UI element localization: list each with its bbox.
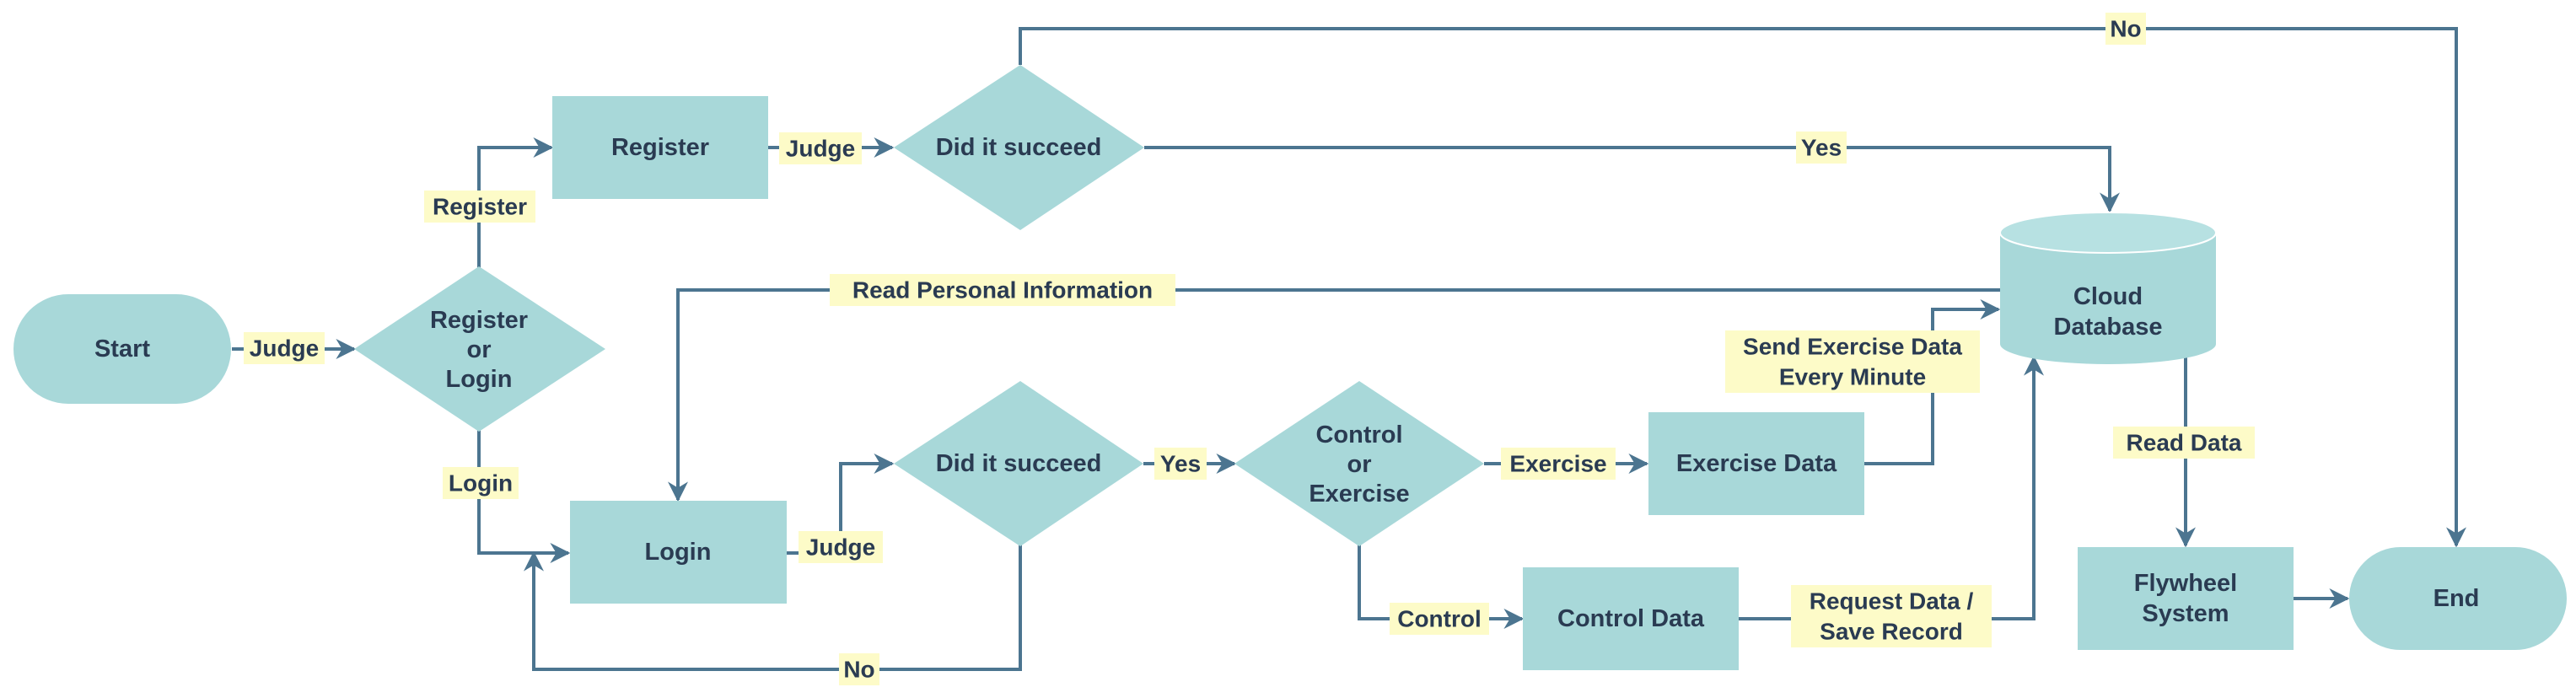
edge-database-to-login [668,288,2002,502]
login-label: Login [645,539,712,566]
edge-top-no-to-end [1019,27,2466,548]
register-label: Register [611,134,709,161]
control-or-exercise-label-1: Control [1315,421,1402,448]
start-node: Start [13,294,231,404]
login-node: Login [570,501,787,604]
edge-bottom-no-to-login [524,545,1022,671]
label-top-yes-text: Yes [1801,135,1842,161]
label-read-personal-info: Read Personal Information [830,274,1175,306]
label-request-save-line2: Save Record [1820,619,1963,645]
edge-decision-to-register [477,137,554,268]
edge-labels: Judge Register Login Judge No Yes Read P… [244,13,2255,685]
label-read-data-text: Read Data [2127,430,2242,456]
label-bottom-no: No [839,653,879,685]
label-login-judge: Judge [799,531,883,563]
label-read-data: Read Data [2113,427,2255,459]
label-start-judge-text: Judge [250,336,319,362]
end-node: End [2349,547,2567,650]
label-register-judge-text: Judge [786,136,855,162]
bottom-success-decision: Did it succeed [894,381,1143,546]
label-send-exercise-data-line2: Every Minute [1779,364,1926,390]
label-exercise-branch-text: Exercise [1509,451,1606,477]
label-request-save-line1: Request Data / [1810,588,1974,615]
label-request-save: Request Data / Save Record [1791,585,1992,647]
bottom-success-label: Did it succeed [936,450,1102,477]
register-or-login-label-2: or [467,336,492,363]
label-register-branch: Register [424,191,535,223]
label-read-personal-info-text: Read Personal Information [852,277,1153,303]
register-or-login-decision: Register or Login [354,266,605,432]
control-or-exercise-label-2: or [1347,451,1372,478]
label-login-judge-text: Judge [806,534,875,561]
label-login-branch: Login [443,467,519,499]
label-register-branch-text: Register [433,194,527,220]
control-data-label: Control Data [1557,605,1705,632]
register-or-login-label-3: Login [446,366,513,393]
end-label: End [2433,585,2480,612]
label-send-exercise-data-line1: Send Exercise Data [1743,334,1962,360]
nodes: Start Register or Login Register Did it … [13,65,2567,670]
start-label: Start [94,336,150,362]
register-node: Register [552,96,768,199]
flywheel-system-label-2: System [2142,600,2229,627]
label-control-branch: Control [1390,603,1489,635]
label-top-no: No [2105,13,2146,45]
flywheel-system-node: Flywheel System [2078,547,2294,650]
label-send-exercise-data: Send Exercise Data Every Minute [1725,330,1980,393]
cloud-database-node: Cloud Database [1999,212,2217,364]
cloud-database-label-2: Database [2054,314,2163,341]
label-top-yes: Yes [1796,132,1847,164]
control-data-node: Control Data [1523,567,1739,670]
label-top-no-text: No [2110,16,2141,42]
label-register-judge: Judge [779,132,862,164]
edge-top-yes-to-database [1144,146,2120,213]
top-success-decision: Did it succeed [894,65,1144,230]
cloud-database-label-1: Cloud [2073,283,2143,310]
label-bottom-yes: Yes [1154,448,1207,480]
exercise-data-label: Exercise Data [1676,450,1837,477]
label-login-branch-text: Login [449,470,513,497]
label-control-branch-text: Control [1397,606,1482,632]
top-success-label: Did it succeed [936,134,1102,161]
control-or-exercise-decision: Control or Exercise [1234,381,1484,546]
label-start-judge: Judge [244,332,325,364]
register-or-login-label-1: Register [430,307,528,334]
exercise-data-node: Exercise Data [1648,412,1864,515]
label-bottom-no-text: No [843,657,874,683]
label-bottom-yes-text: Yes [1160,451,1201,477]
label-exercise-branch: Exercise [1501,448,1616,480]
flywheel-system-label-1: Flywheel [2134,570,2238,597]
control-or-exercise-label-3: Exercise [1309,481,1409,507]
